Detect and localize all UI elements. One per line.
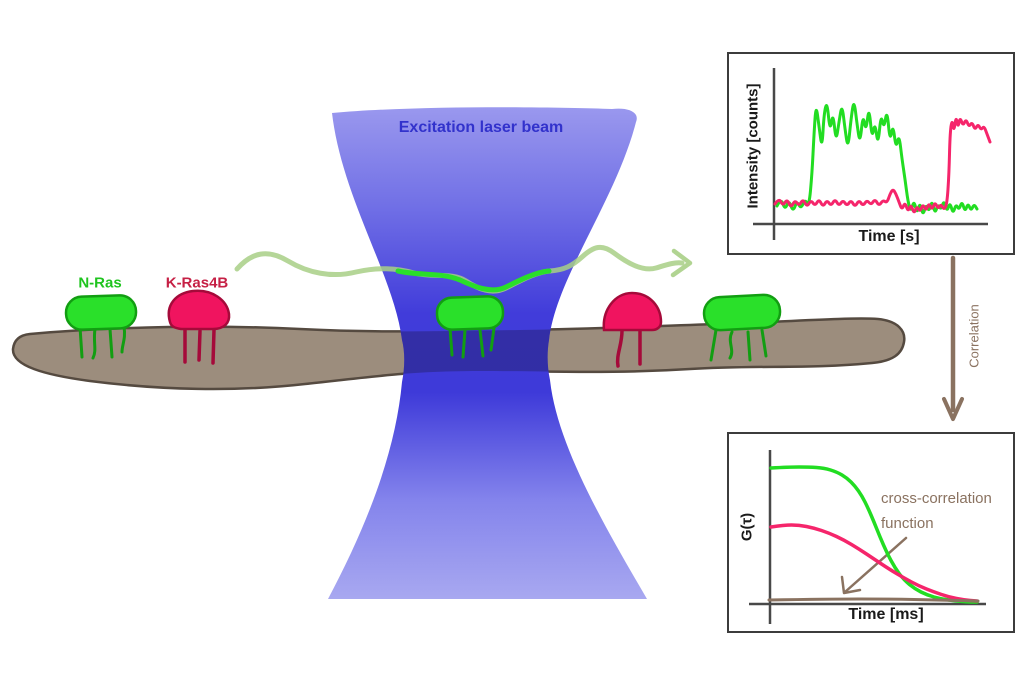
red-autocorrelation <box>769 523 979 603</box>
lipid-anchors <box>78 325 127 360</box>
annotation-line-2: function <box>881 515 934 532</box>
membrane-through-beam <box>328 318 647 389</box>
nras-protein-left <box>64 294 138 360</box>
cross-correlation-function <box>767 597 980 603</box>
annotation-arrow <box>840 536 908 595</box>
nras-label: N-Ras <box>78 274 122 292</box>
lipid-anchors <box>183 328 216 365</box>
annotation-line-1: cross-correlation <box>881 490 992 507</box>
kras4b-label: K-Ras4B <box>165 274 229 292</box>
kras4b-protein-left <box>167 289 231 365</box>
gtau-ylabel: G(τ) <box>738 512 756 542</box>
intensity-ylabel: Intensity [counts] <box>744 83 762 209</box>
cross-correlation-annotation: cross-correlation function <box>881 486 992 536</box>
green-fluorescence-trace <box>775 103 979 215</box>
red-fluorescence-trace <box>773 117 992 214</box>
gtau-xlabel: Time [ms] <box>848 606 924 623</box>
diffusion-path-bright-in-beam <box>395 268 552 293</box>
nras-protein-in-beam <box>435 295 505 359</box>
correlation-curve-plot: G(τ) Time [ms] cross-correlation functio… <box>727 432 1015 633</box>
green-autocorrelation <box>769 465 979 604</box>
annotation-arrowhead-icon <box>840 575 862 595</box>
diffusion-path-arrow <box>234 244 693 294</box>
correlation-arrow-label: Correlation <box>966 304 982 368</box>
nras-protein-right <box>702 293 782 362</box>
lipid-anchors <box>709 328 768 362</box>
lipid-anchors <box>615 329 642 368</box>
intensity-trace-plot: Intensity [counts] Time [s] <box>727 52 1015 255</box>
intensity-plot-canvas <box>753 68 992 240</box>
diffusion-arrowhead-icon <box>670 248 693 278</box>
excitation-laser-beam-label: Excitation laser beam <box>398 119 564 136</box>
kras4b-protein-right <box>602 291 663 368</box>
lipid-anchors <box>448 326 496 359</box>
correlation-plot-canvas <box>749 450 986 624</box>
intensity-xlabel: Time [s] <box>858 228 920 245</box>
down-arrowhead-icon <box>942 397 964 421</box>
correlation-flow-arrow <box>942 255 964 421</box>
excitation-laser-beam <box>328 107 647 599</box>
